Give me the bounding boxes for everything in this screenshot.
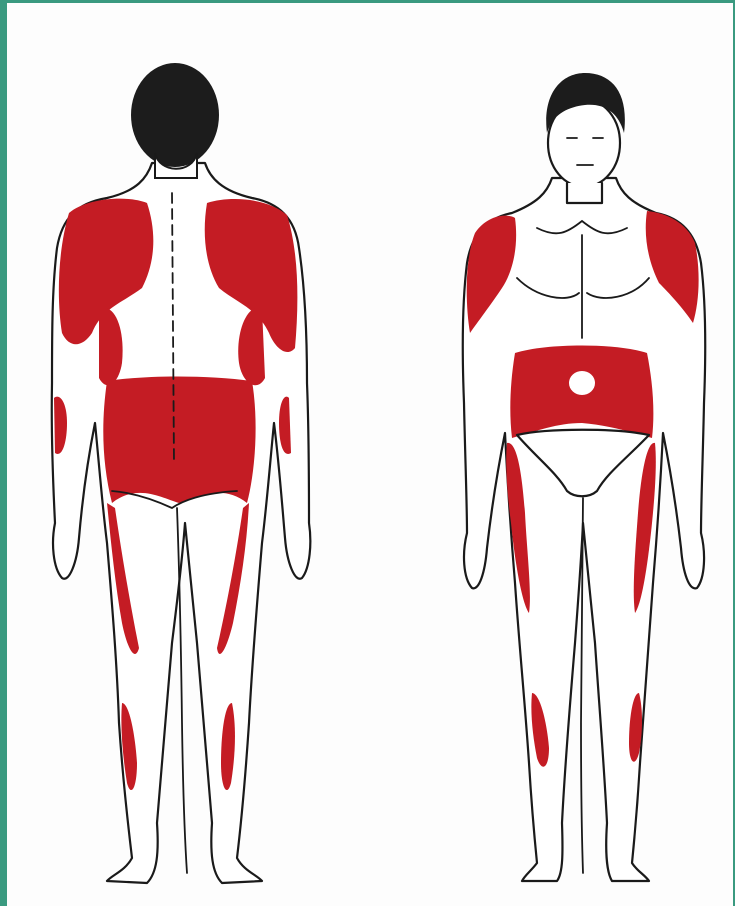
back-view-figure [52, 63, 311, 883]
body-diagram [7, 3, 735, 906]
front-navel [569, 371, 595, 395]
back-head-hair [131, 63, 219, 167]
back-lower-back-area [103, 377, 255, 504]
front-neck [567, 183, 602, 203]
front-view-figure [463, 73, 705, 881]
